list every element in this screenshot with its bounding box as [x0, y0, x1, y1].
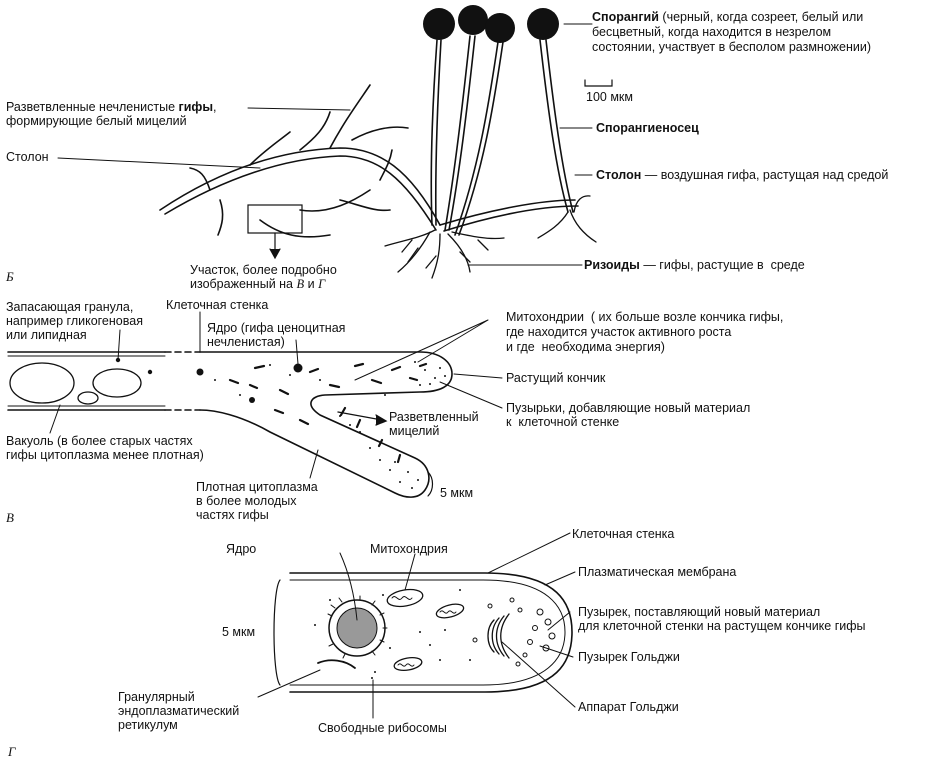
- cell-wall-label-v: Клеточная стенка: [166, 298, 269, 312]
- scale-bar-100: [584, 79, 613, 87]
- sporangia: [423, 5, 559, 43]
- scale-label-100: 100 мкм: [586, 90, 633, 104]
- sporangium-label: Спорангий (черный, когда созреет, белый …: [592, 10, 863, 24]
- sporangiophores: [430, 35, 574, 236]
- leader-lines-v: [49, 311, 503, 479]
- vesicles-g: [472, 597, 556, 667]
- stolon-right-title: Столон: [596, 168, 642, 182]
- mito-label-2: где находится участок активного роста: [506, 325, 732, 339]
- tip-outline-g: [289, 572, 573, 693]
- vacuole-label-1: Вакуоль (в более старых частях: [6, 434, 193, 448]
- er-g: [317, 659, 356, 669]
- area-ref-g: Г: [318, 277, 326, 291]
- panel-letter-v: В: [6, 510, 14, 525]
- branched-hyphae-2: формирующие белый мицелий: [6, 114, 187, 128]
- rhizoids-label: Ризоиды — гифы, растущие в среде: [584, 258, 805, 272]
- dense-dots-v: [214, 361, 446, 489]
- panel-letter-g: Г: [8, 744, 16, 759]
- leader-lines-b: [57, 23, 593, 266]
- free-ribosomes-label: Свободные рибосомы: [318, 721, 447, 735]
- leader-lines-g: [257, 532, 576, 719]
- nucleus-label-g: Ядро: [226, 542, 257, 556]
- branch-label-1: Разветвленный: [389, 410, 479, 424]
- er-label-1: Гранулярный: [118, 690, 195, 704]
- vesicles-label-1: Пузырьки, добавляющие новый материал: [506, 401, 751, 415]
- vacuole-label-2: гифы цитоплазма менее плотная): [6, 448, 204, 462]
- area-ref-v: В: [296, 277, 305, 291]
- golgi-vesicle-label: Пузырек Гольджи: [578, 650, 680, 664]
- golgi-g: [487, 613, 510, 659]
- stolon-left-label: Столон: [6, 150, 49, 164]
- vacuoles: [9, 362, 142, 405]
- detail-box: [247, 204, 303, 260]
- sporangium-title: Спорангий: [592, 10, 659, 24]
- dense-cyto-2: в более молодых: [196, 494, 297, 508]
- vesicle-label-2: для клеточной стенки на растущем кончике…: [578, 619, 866, 633]
- branched-hyphae-label: Разветвленные нечленистые гифы,: [6, 100, 217, 114]
- area-label-2: изображенный на В и Г: [190, 277, 325, 291]
- branched-hyphae-1a: Разветвленные нечленистые: [6, 100, 179, 114]
- nucleus-g: [327, 595, 388, 659]
- rhizoids: [384, 195, 597, 279]
- dense-cyto-3: частях гифы: [196, 508, 269, 522]
- mitochondria-g: [386, 588, 465, 672]
- mitochondrion-label: Митохондрия: [370, 542, 448, 556]
- hypha-body: [7, 351, 453, 498]
- rhizoids-title: Ризоиды: [584, 258, 640, 272]
- vesicle-label-1: Пузырек, поставляющий новый материал: [578, 605, 821, 619]
- golgi-label: Аппарат Гольджи: [578, 700, 679, 714]
- area-label-1: Участок, более подробно: [190, 263, 337, 277]
- vesicles-label-2: к клеточной стенке: [506, 415, 620, 429]
- panel-letter-b: Б: [6, 269, 14, 284]
- scale-bar-5-g: [273, 579, 281, 686]
- branched-hyphae-1b: гифы: [178, 100, 214, 114]
- scale-label-5-g: 5 мкм: [222, 625, 256, 639]
- branch-arrow: [337, 411, 388, 426]
- branch-label-2: мицелий: [389, 424, 440, 438]
- storage-granule-1: Запасающая гранула,: [6, 300, 134, 314]
- sporangium-desc-2: бесцветный, когда находится в незрелом: [592, 25, 832, 39]
- sporangiophore-label: Спорангиеносец: [596, 121, 699, 135]
- cell-wall-label-g: Клеточная стенка: [572, 527, 675, 541]
- nucleus-label-v-2: нечленистая): [207, 335, 285, 349]
- stolons: [159, 84, 579, 238]
- mito-label-3: и где необходима энергия): [506, 340, 665, 354]
- storage-granule-3: или липидная: [6, 328, 87, 342]
- scale-bar-5-v: [427, 471, 434, 497]
- growing-tip-label: Растущий кончик: [506, 371, 606, 385]
- mitochondria-v: [228, 362, 428, 464]
- er-label-3: ретикулум: [118, 718, 178, 732]
- plasma-membrane-label: Плазматическая мембрана: [578, 565, 737, 579]
- granules-v: [115, 357, 303, 403]
- nucleus-label-v-1: Ядро (гифа ценоцитная: [207, 321, 346, 335]
- er-label-2: эндоплазматический: [118, 704, 240, 718]
- area-label-2-text: изображенный на: [190, 277, 297, 291]
- dense-cyto-1: Плотная цитоплазма: [196, 480, 318, 494]
- stolon-right-desc: — воздушная гифа, растущая над средой: [641, 168, 889, 182]
- ribosomes-g: [314, 589, 471, 679]
- sporangium-desc-3: состоянии, участвует в бесполом размноже…: [592, 40, 871, 54]
- mito-label-1: Митохондрии ( их больше возле кончика ги…: [506, 310, 784, 324]
- stolon-right-label: Столон — воздушная гифа, растущая над ср…: [596, 168, 888, 182]
- area-and: и: [304, 277, 319, 291]
- scale-label-5-v: 5 мкм: [440, 486, 474, 500]
- storage-granule-2: например гликогеновая: [6, 314, 143, 328]
- sporangium-desc-1: (черный, когда созреет, белый или: [658, 10, 864, 24]
- branched-hyphae-1c: ,: [213, 100, 217, 114]
- rhizoids-desc: — гифы, растущие в среде: [639, 258, 805, 272]
